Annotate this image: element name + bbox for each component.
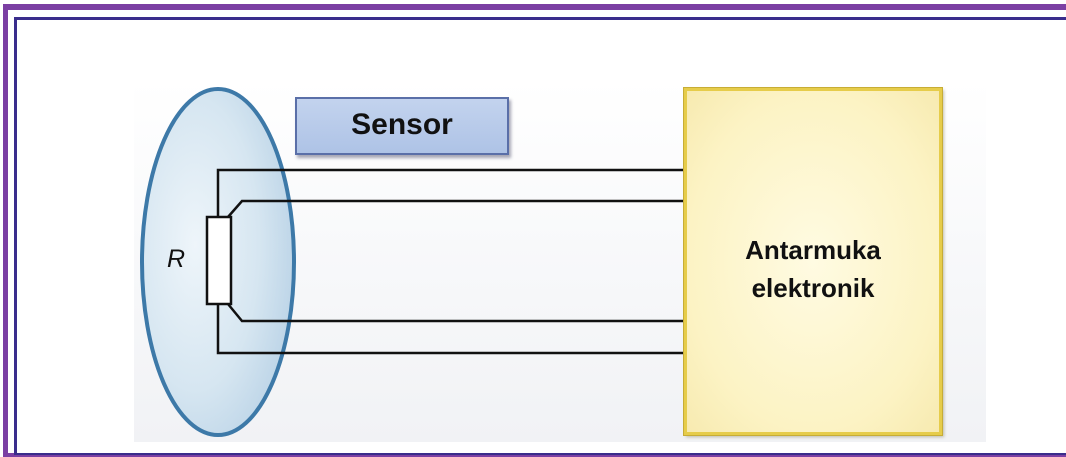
outer-border <box>3 4 1066 457</box>
interface-label-line1: Antarmuka <box>745 235 881 265</box>
interface-label: Antarmuka elektronik <box>687 231 939 307</box>
inner-wire-bottom <box>227 303 684 323</box>
outer-wire-top <box>216 168 684 218</box>
inner-border <box>14 17 1066 455</box>
inner-wire-top <box>227 199 684 218</box>
sensor-label-box: Sensor <box>295 97 509 155</box>
outer-wire-bottom <box>216 303 684 355</box>
sensor-label: Sensor <box>351 108 453 141</box>
electronic-interface-box: Antarmuka elektronik <box>683 87 943 436</box>
resistor-label: R <box>167 245 186 273</box>
interface-label-line2: elektronik <box>751 273 875 303</box>
resistor-icon <box>205 215 233 306</box>
